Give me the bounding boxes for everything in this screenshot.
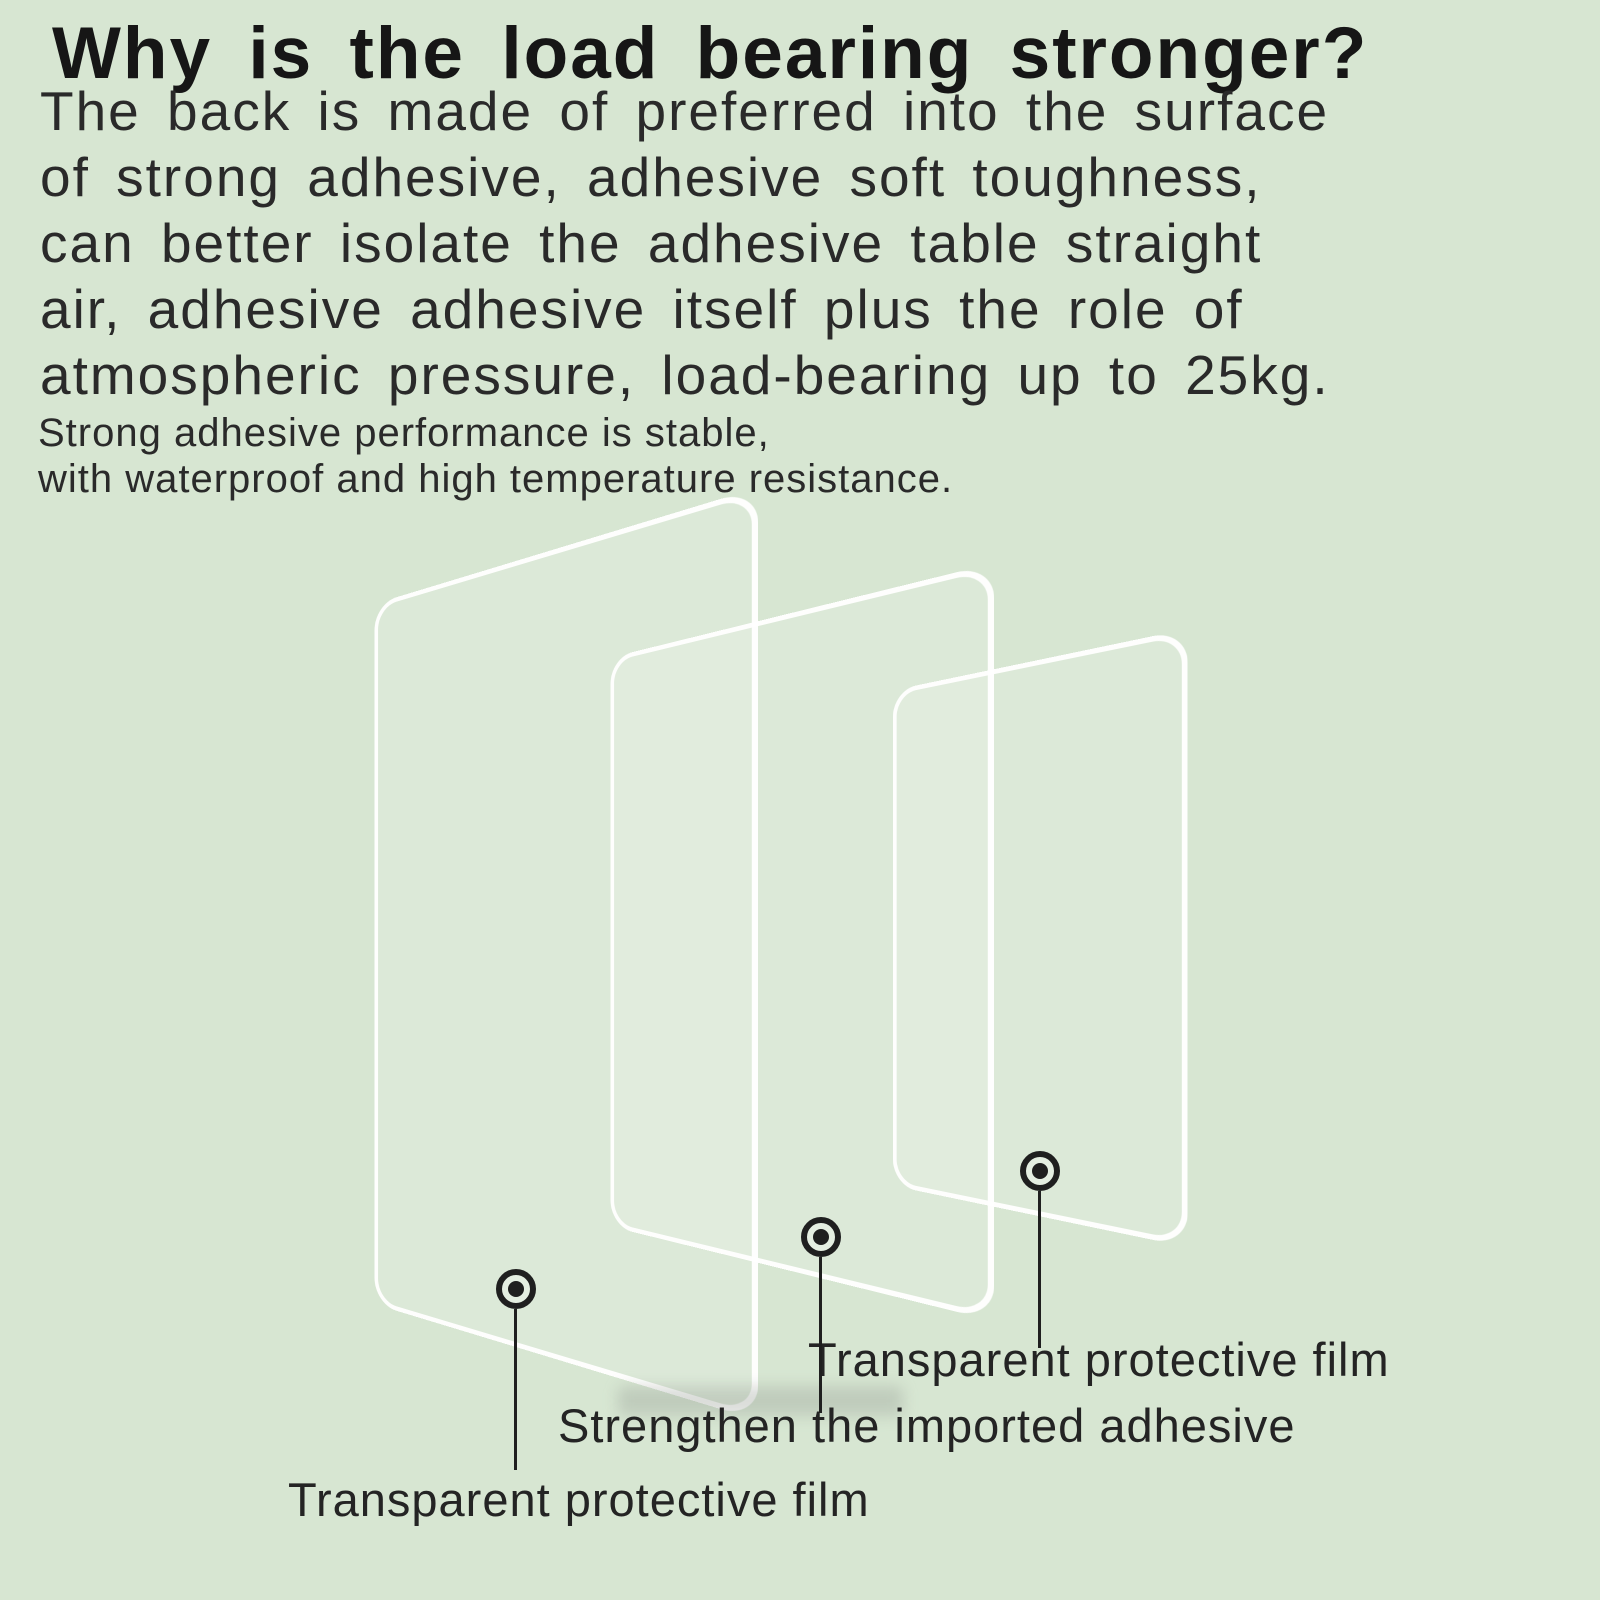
callout-label-middle: Strengthen the imported adhesive (558, 1399, 1296, 1452)
callout-dot-back (1020, 1151, 1060, 1191)
subnote-line: with waterproof and high temperature res… (38, 457, 954, 501)
film-sheet-front (374, 487, 759, 1421)
callout-line-middle (819, 1257, 822, 1413)
description-line: atmospheric pressure, load-bearing up to… (40, 344, 1330, 406)
callout-label-back: Transparent protective film (808, 1333, 1390, 1386)
callout-line-front (514, 1309, 517, 1470)
callout-label-front: Transparent protective film (288, 1473, 870, 1526)
callout-dot-front (496, 1269, 536, 1309)
subnote: Strong adhesive performance is stable, w… (38, 410, 953, 502)
callout-line-back (1038, 1191, 1041, 1348)
subnote-line: Strong adhesive performance is stable, (38, 411, 770, 455)
callout-dot-center (1032, 1163, 1048, 1179)
description-line: can better isolate the adhesive table st… (40, 212, 1263, 274)
description-line: air, adhesive adhesive itself plus the r… (40, 278, 1244, 340)
callout-dot-middle (801, 1217, 841, 1257)
page-title: Why is the load bearing stronger? (52, 13, 1369, 94)
watermark-smudge (618, 1386, 903, 1416)
description-line: of strong adhesive, adhesive soft toughn… (40, 146, 1262, 208)
description-line: The back is made of preferred into the s… (40, 80, 1330, 142)
callout-dot-center (813, 1229, 829, 1245)
callout-dot-center (508, 1281, 524, 1297)
description-paragraph: The back is made of preferred into the s… (40, 78, 1330, 408)
